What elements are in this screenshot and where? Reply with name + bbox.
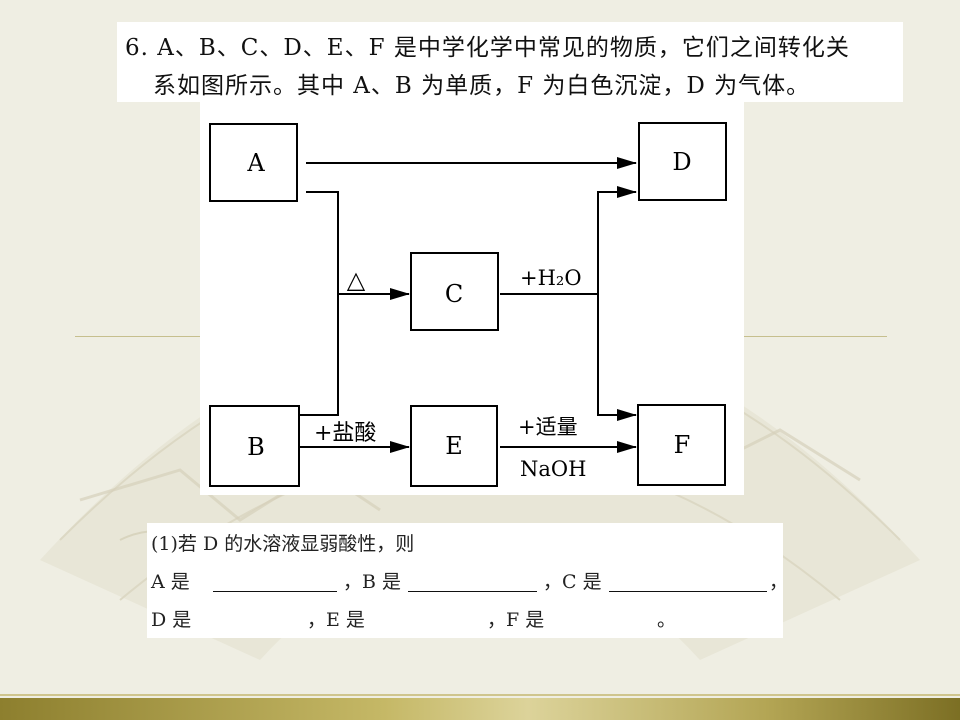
answer-prompt: (1)若 D 的水溶液显弱酸性，则 (151, 533, 415, 555)
diagram-panel: A B C D E F △ +H₂O +盐酸 +适量 NaOH (200, 102, 744, 495)
answer-B-label: ，B 是 (343, 571, 402, 593)
hcl-label: +盐酸 (314, 421, 376, 446)
arrow-split-to-D (597, 186, 637, 294)
horizontal-rule-left (75, 336, 200, 337)
node-E-label: E (445, 432, 463, 460)
node-D-label: D (672, 148, 691, 176)
answer-A-label: A 是 (151, 571, 190, 593)
node-F-label: F (674, 431, 691, 459)
heat-symbol: △ (347, 266, 366, 294)
answer-D-label: D 是 (151, 609, 192, 631)
bottom-band-line (0, 694, 960, 696)
node-A-box (209, 123, 298, 202)
bottom-decorative-band (0, 698, 960, 720)
node-A-label: A (246, 149, 265, 177)
answer-E-label: ，E 是 (307, 609, 365, 631)
node-C-label: C (445, 280, 463, 308)
answer-B-blank[interactable] (408, 591, 537, 592)
answer-box: (1)若 D 的水溶液显弱酸性，则 A 是 ，B 是 ，C 是 ， D 是 ，E… (147, 523, 788, 638)
answer-line-end-comma: ， (769, 571, 789, 593)
line-A-to-junction (300, 191, 339, 416)
horizontal-rule-right (744, 336, 887, 337)
question-line-2: 系如图所示。其中 A、B 为单质，F 为白色沉淀，D 为气体。 (153, 73, 811, 99)
node-D-box (638, 122, 727, 201)
question-box: 6. A、B、C、D、E、F 是中学化学中常见的物质，它们之间转化关 系如图所示… (117, 22, 903, 102)
node-F-box (637, 404, 726, 486)
answer-period: 。 (657, 609, 677, 631)
naoh-label-top: +适量 (518, 415, 578, 439)
answer-F-label: ，F 是 (487, 609, 545, 631)
node-E-box (410, 405, 498, 487)
water-label: +H₂O (520, 266, 582, 290)
arrow-split-to-F (597, 294, 637, 421)
answer-A-blank[interactable] (213, 591, 337, 592)
answer-C-blank[interactable] (609, 591, 767, 592)
naoh-label-bottom: NaOH (520, 457, 586, 481)
answer-C-label: ，C 是 (543, 571, 602, 593)
node-B-box (209, 405, 300, 487)
reaction-diagram: A B C D E F △ +H₂O +盐酸 +适量 NaOH (209, 122, 727, 487)
question-line-1: 6. A、B、C、D、E、F 是中学化学中常见的物质，它们之间转化关 (125, 35, 850, 61)
node-B-label: B (247, 433, 265, 461)
node-C-box (410, 252, 499, 331)
